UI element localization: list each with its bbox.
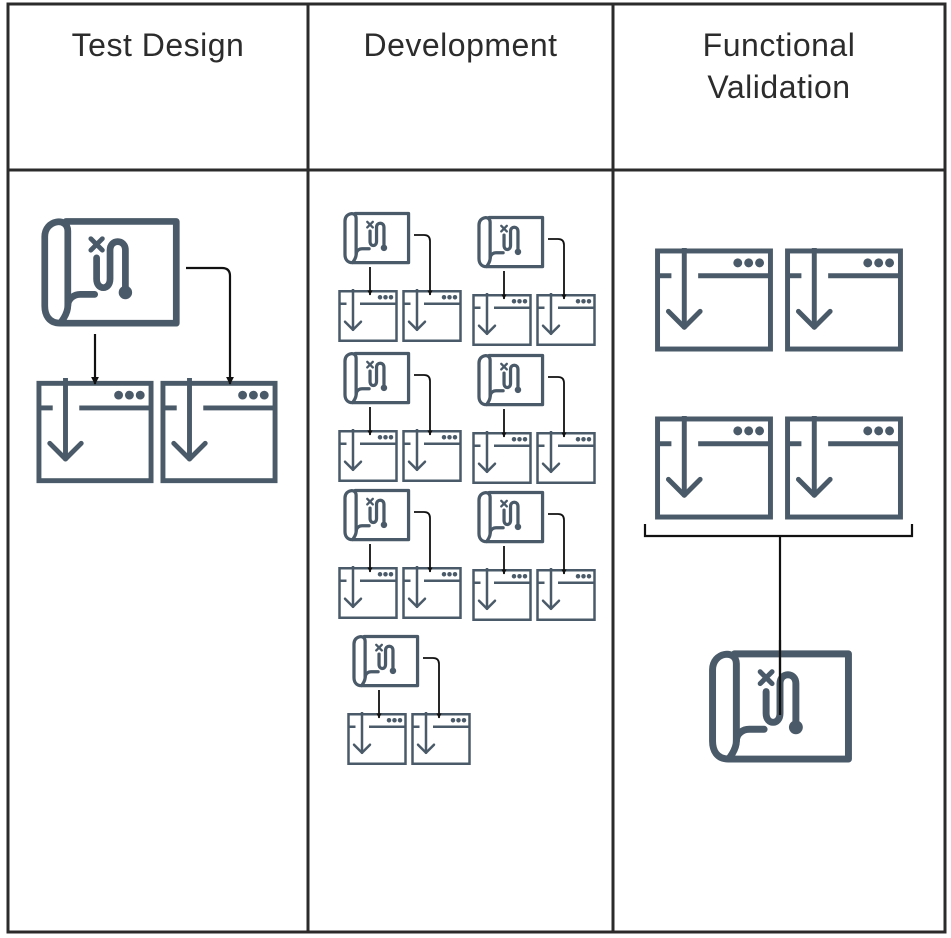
connector-arrow bbox=[423, 657, 442, 719]
test-case-icon bbox=[338, 289, 398, 343]
connector-arrow bbox=[548, 513, 567, 575]
test-case-icon bbox=[402, 289, 462, 343]
dev-test-group bbox=[472, 215, 596, 347]
test-case-icon bbox=[658, 410, 771, 517]
connector-arrow bbox=[414, 511, 433, 573]
test-case-icon bbox=[163, 374, 275, 480]
test-case-icon bbox=[472, 431, 532, 485]
test-plan-icon bbox=[477, 215, 545, 269]
development-content bbox=[338, 211, 596, 766]
connector-arrow bbox=[414, 234, 433, 296]
test-case-icon bbox=[347, 712, 407, 766]
test-case-icon bbox=[536, 431, 596, 485]
test-plan-icon bbox=[352, 634, 420, 688]
connector-arrows bbox=[91, 266, 234, 385]
column-title-development: Development bbox=[363, 27, 558, 63]
test-plan-icon bbox=[477, 490, 545, 544]
dev-test-group bbox=[472, 353, 596, 485]
test-case-icon bbox=[402, 429, 462, 483]
test-plan-icon bbox=[343, 488, 411, 542]
connector-arrow bbox=[548, 238, 567, 300]
test-case-icon bbox=[536, 293, 596, 347]
test-case-icon bbox=[788, 410, 901, 517]
test-plan-icon bbox=[343, 211, 411, 265]
test-case-icon bbox=[472, 568, 532, 622]
test-case-icon bbox=[338, 566, 398, 620]
test-plan-icon bbox=[343, 351, 411, 405]
test-plan-icon bbox=[45, 221, 177, 323]
dev-test-group bbox=[338, 211, 462, 343]
dev-test-group bbox=[338, 488, 462, 620]
test-case-icon bbox=[338, 429, 398, 483]
functional-validation-content bbox=[643, 242, 914, 759]
dev-test-group bbox=[472, 490, 596, 622]
column-title-functional-validation: Functional Validation bbox=[702, 27, 856, 105]
test-case-icon bbox=[536, 568, 596, 622]
connector-arrow bbox=[414, 374, 433, 436]
test-design-content bbox=[39, 221, 275, 480]
column-title-test-design: Test Design bbox=[71, 27, 245, 63]
column-table bbox=[6, 2, 947, 934]
test-case-icon bbox=[658, 242, 771, 349]
test-case-icon bbox=[411, 712, 471, 766]
test-case-icon bbox=[39, 374, 151, 480]
dev-test-group bbox=[347, 634, 471, 766]
connector-arrow bbox=[548, 376, 567, 438]
test-case-icon bbox=[402, 566, 462, 620]
test-case-icon bbox=[472, 293, 532, 347]
test-case-icon bbox=[788, 242, 901, 349]
table-border bbox=[6, 2, 947, 934]
dev-test-group bbox=[338, 351, 462, 483]
test-plan-icon bbox=[477, 353, 545, 407]
